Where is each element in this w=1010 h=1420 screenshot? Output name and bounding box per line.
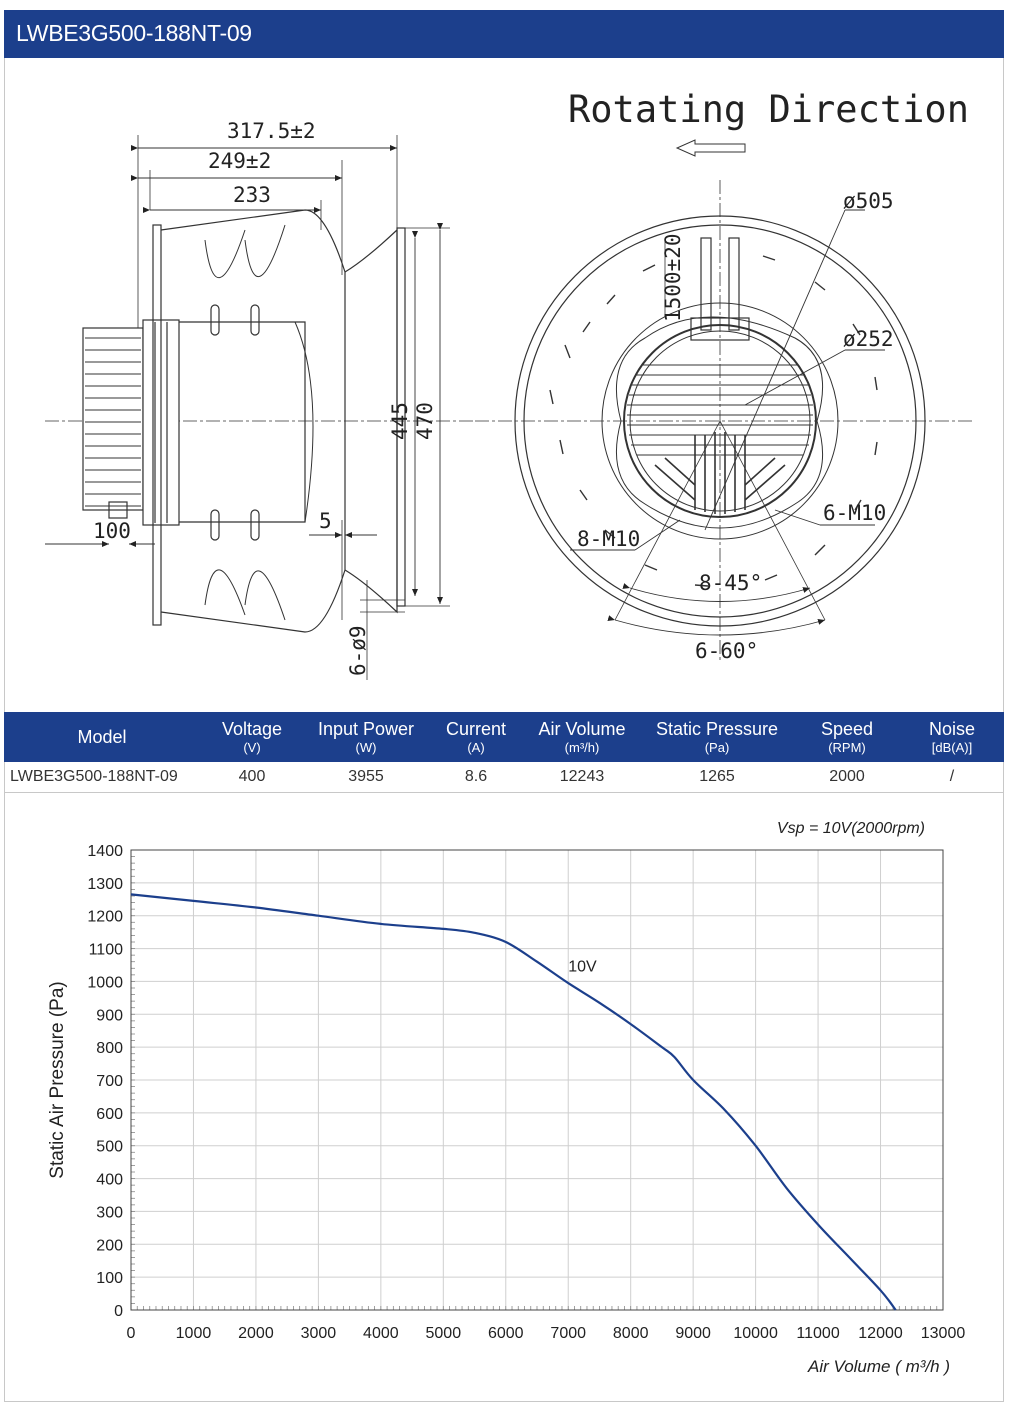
col-model: Model [4,712,200,762]
y-tick-label: 300 [96,1204,123,1221]
col-air-volume: Air Volume(m³/h) [524,712,640,762]
series-line-10v [130,893,897,1311]
x-tick-label: 0 [127,1325,136,1342]
dim-249: 249±2 [208,149,271,173]
cell-air-volume: 12243 [524,762,640,793]
technical-drawing: 317.5±2 249±2 233 100 5 445 470 6-ø9 [5,60,1003,712]
dim-8-m10: 8-M10 [577,527,640,551]
dim-5: 5 [319,509,332,533]
y-tick-label: 1100 [89,942,124,959]
plot-frame [130,849,944,1311]
y-tick-label: 200 [96,1237,123,1254]
dim-phi505: ø505 [843,189,894,213]
y-tick-label: 0 [114,1303,123,1320]
cell-noise: / [900,762,1004,793]
x-tick-label: 4000 [363,1325,399,1342]
dim-1500: 1500±20 [661,233,685,322]
cell-speed: 2000 [794,762,900,793]
page-frame [4,10,1004,1402]
y-tick-label: 500 [96,1139,123,1156]
x-tick-labels: 0 1000 2000 3000 4000 5000 6000 7000 8000 9000 100… [127,1325,966,1342]
dim-317: 317.5±2 [227,119,316,143]
x-tick-label: 11000 [796,1325,839,1342]
chart-grid [130,849,944,1311]
page-title: LWBE3G500-188NT-09 [16,20,252,46]
spec-table-header: Model Voltage(V) Input Power(W) Current(… [4,712,1004,762]
dim-100: 100 [93,519,131,543]
dim-6-60: 6-60° [695,639,758,663]
side-view [45,135,475,680]
dim-6-m10: 6-M10 [823,501,886,525]
front-view [475,139,973,660]
y-tick-label: 1000 [87,974,123,991]
y-tick-label: 600 [96,1106,123,1123]
cell-model: LWBE3G500-188NT-09 [4,762,200,793]
y-tick-label: 800 [96,1040,123,1057]
col-voltage: Voltage(V) [200,712,304,762]
chart-minor-ticks [130,849,944,1311]
rotating-direction-label: Rotating Direction [568,88,969,131]
x-tick-label: 6000 [488,1325,524,1342]
col-static-pressure: Static Pressure(Pa) [640,712,794,762]
col-current: Current(A) [428,712,524,762]
x-tick-label: 7000 [550,1325,586,1342]
chart-title: Vsp = 10V(2000rpm) [777,820,925,837]
front-view-labels: Rotating Direction ø505 ø252 1500±20 8-M… [568,88,969,663]
title-bar: LWBE3G500-188NT-09 [4,10,1004,58]
col-input-power: Input Power(W) [304,712,428,762]
x-tick-label: 9000 [675,1325,711,1342]
series-label-10v: 10V [568,959,597,976]
x-tick-label: 1000 [176,1325,212,1342]
dim-233: 233 [233,183,271,207]
col-speed: Speed(RPM) [794,712,900,762]
x-tick-label: 12000 [858,1325,903,1342]
y-tick-label: 1300 [87,876,123,893]
y-axis-label: Static Air Pressure (Pa) [47,981,68,1178]
x-tick-label: 3000 [301,1325,337,1342]
cell-static-pressure: 1265 [640,762,794,793]
col-noise: Noise[dB(A)] [900,712,1004,762]
dim-470: 470 [413,402,437,440]
x-tick-label: 2000 [238,1325,274,1342]
x-tick-label: 5000 [426,1325,462,1342]
side-view-labels: 317.5±2 249±2 233 100 5 445 470 6-ø9 [93,119,437,676]
spec-table: Model Voltage(V) Input Power(W) Current(… [4,712,1004,793]
cell-voltage: 400 [200,762,304,793]
y-tick-label: 700 [96,1073,123,1090]
cell-input-power: 3955 [304,762,428,793]
dim-6-phi9: 6-ø9 [346,625,370,676]
x-tick-label: 13000 [921,1325,966,1342]
y-tick-label: 1400 [87,843,123,860]
table-row: LWBE3G500-188NT-09 400 3955 8.6 12243 12… [4,762,1004,793]
dim-445: 445 [388,402,412,440]
cell-current: 8.6 [428,762,524,793]
y-tick-label: 400 [96,1172,123,1189]
x-tick-label: 8000 [613,1325,649,1342]
y-tick-label: 1200 [87,909,123,926]
y-tick-labels: 0 100 200 300 400 500 600 700 800 900 1000 1100 1200… [87,843,123,1320]
dim-8-45: 8-45° [699,571,762,595]
x-tick-label: 10000 [733,1325,778,1342]
dim-phi252: ø252 [843,327,894,351]
x-axis-label: Air Volume ( m³/h ) [807,1357,950,1376]
y-tick-label: 100 [96,1270,123,1287]
y-tick-label: 900 [96,1007,123,1024]
